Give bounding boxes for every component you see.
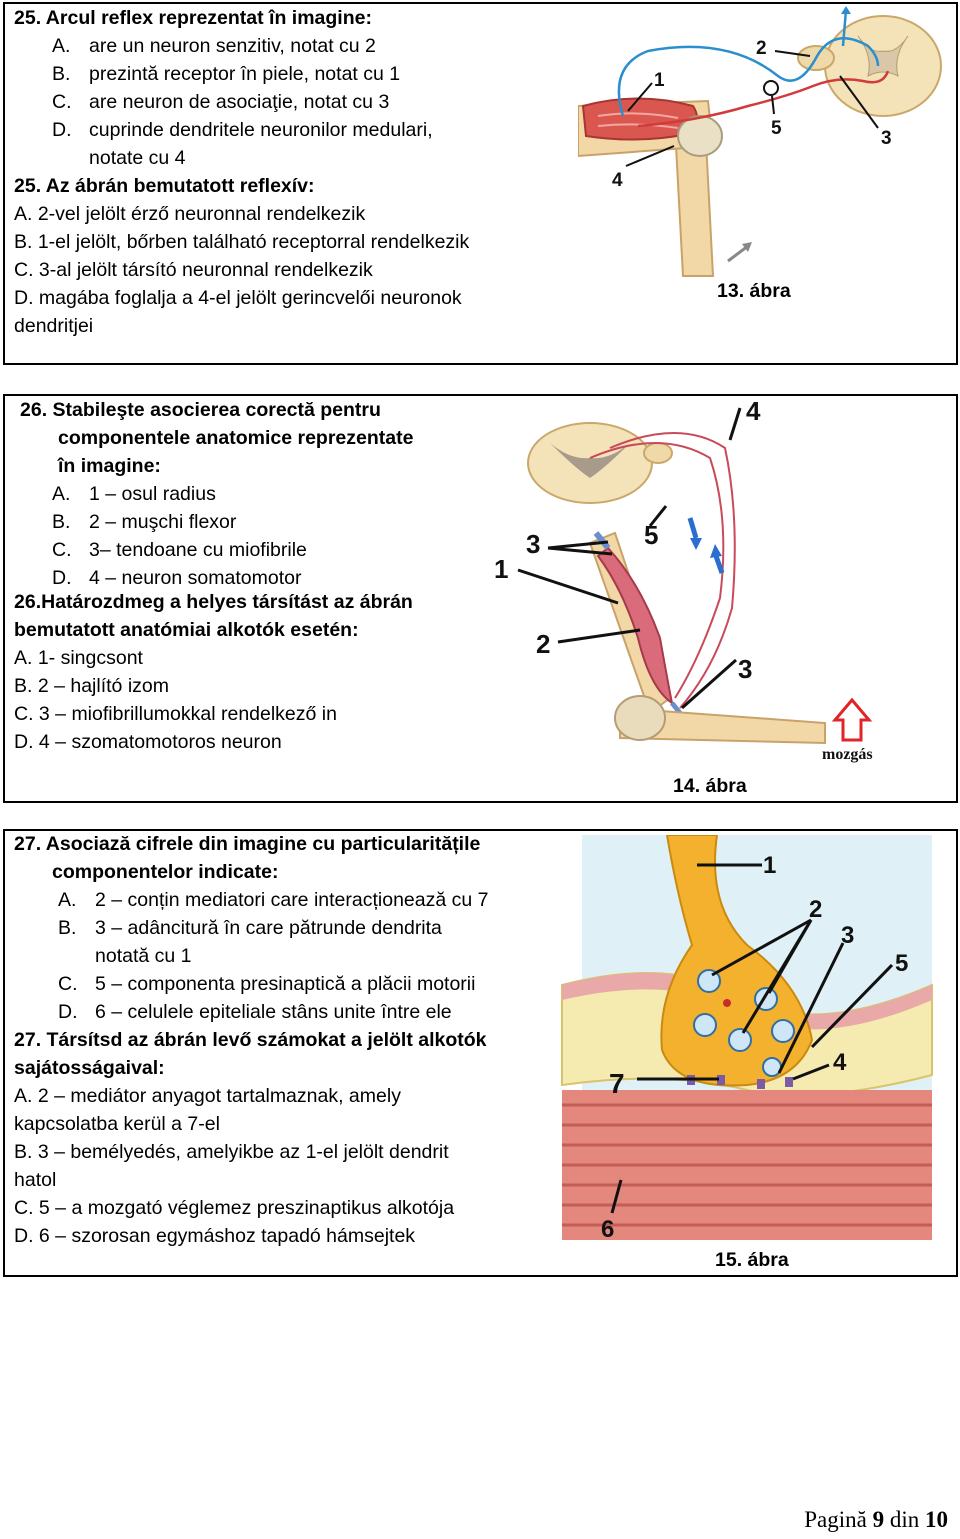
question-26-ro-text: 26. Stabileşte asocierea corectă pentru …: [20, 396, 413, 592]
q27-ro-option-c: C.5 – componenta presinaptică a plăcii m…: [58, 973, 476, 995]
sensory-neuron: [617, 37, 880, 117]
q25-ro-option-d-cont: notate cu 4: [89, 147, 186, 169]
movement-arrow-icon: [831, 697, 873, 742]
motor-endplate-figure: 1 2 3 4 5 6 7: [561, 835, 933, 1243]
q27-ro-option-b: B.3 – adâncitură în care pătrunde dendri…: [58, 917, 442, 939]
label-4: 4: [612, 170, 623, 191]
q26-hu-option-d: D. 4 – szomatomotoros neuron: [14, 731, 282, 753]
biceps-muscle: [596, 546, 674, 706]
q26-ro-option-b: B.2 – muşchi flexor: [52, 511, 237, 533]
page-footer: Pagină 9 din 10: [804, 1507, 948, 1533]
figure-13-caption: 13. ábra: [717, 280, 791, 302]
label-1: 1: [763, 852, 776, 879]
label-2: 2: [756, 38, 767, 59]
label-1: 1: [654, 70, 665, 91]
q27-hu-option-b-1: B. 3 – bemélyedés, amelyikbe az 1-el jel…: [14, 1141, 449, 1163]
reflex-arc-figure: 1 2 3 4 5: [578, 6, 942, 277]
q27-ro-option-b-cont: notată cu 1: [95, 945, 192, 967]
q25-ro-title: 25. Arcul reflex reprezentat în imagine:: [14, 7, 372, 29]
q25-hu-title: 25. Az ábrán bemutatott reflexív:: [14, 175, 315, 197]
sensory-nerve: [609, 432, 736, 709]
label-5: 5: [771, 118, 782, 139]
q27-hu-title-1: 27. Társítsd az ábrán levő számokat a je…: [14, 1029, 487, 1051]
q25-ro-option-c: C.are neuron de asociaţie, notat cu 3: [52, 91, 390, 113]
question-27-box: [3, 829, 958, 1277]
q27-ro-option-d: D.6 – celulele epiteliale stâns unite în…: [58, 1001, 452, 1023]
question-25-text: 25. Arcul reflex reprezentat în imagine:…: [14, 4, 469, 340]
q25-hu-option-d-cont: dendritjei: [14, 315, 94, 337]
q26-hu-title-1: 26.Határozdmeg a helyes társítást az ábr…: [14, 591, 413, 613]
muscle-fibers: [562, 1090, 932, 1240]
elbow: [614, 695, 666, 741]
q26-hu-option-b: B. 2 – hajlító izom: [14, 675, 169, 697]
question-26-box: [3, 394, 958, 803]
q25-hu-option-c: C. 3-al jelölt társító neuronnal rendelk…: [14, 259, 373, 281]
q25-hu-option-b: B. 1-el jelölt, bőrben található recepto…: [14, 231, 470, 253]
tendon-top: [593, 531, 611, 550]
label-2: 2: [809, 896, 822, 923]
q26-ro-title-3: în imagine:: [58, 455, 161, 477]
question-26-hu-text: 26.Határozdmeg a helyes társítást az ábr…: [14, 588, 413, 756]
q25-ro-option-b: B.prezintă receptor în piele, notat cu 1: [52, 63, 401, 85]
q25-hu-option-a: A. 2-vel jelölt érző neuronnal rendelkez…: [14, 203, 366, 225]
figure-15-caption: 15. ábra: [715, 1249, 789, 1271]
label-2: 2: [536, 629, 550, 659]
question-25-box: [3, 2, 958, 365]
q26-ro-title-1: 26. Stabileşte asocierea corectă pentru: [20, 399, 381, 421]
q26-ro-title-2: componentele anatomice reprezentate: [58, 427, 414, 449]
q27-hu-option-a-2: kapcsolatba kerül a 7-el: [14, 1113, 220, 1135]
label-4: 4: [746, 398, 761, 426]
label-1: 1: [494, 554, 508, 584]
q26-ro-option-a: A.1 – osul radius: [52, 483, 216, 505]
motor-nerve: [589, 442, 725, 699]
joint: [677, 115, 723, 157]
footer-page-number: 9: [872, 1507, 885, 1532]
q27-hu-option-b-2: hatol: [14, 1169, 57, 1191]
label-3: 3: [881, 128, 892, 149]
q27-ro-title-2: componentelor indicate:: [52, 861, 279, 883]
movement-label: mozgás: [822, 746, 873, 763]
gray-matter: [857, 35, 909, 77]
forearm-bone: [674, 139, 715, 277]
label-5: 5: [895, 950, 908, 977]
q26-ro-option-c: C.3– tendoane cu miofibrile: [52, 539, 307, 561]
arm-muscle-figure: mozgás 3 1 2 3 4 5: [494, 398, 873, 763]
q25-ro-option-a: A.are un neuron senzitiv, notat cu 2: [52, 35, 376, 57]
q25-hu-option-d: D. magába foglalja a 4-el jelölt gerincv…: [14, 287, 462, 309]
label-7: 7: [609, 1068, 625, 1099]
motor-neuron: [637, 70, 890, 128]
q27-ro-option-a: A.2 – conțin mediatori care interacțione…: [58, 889, 489, 911]
label-3-bottom: 3: [738, 654, 752, 684]
q26-hu-title-2: bemutatott anatómiai alkotók esetén:: [14, 619, 359, 641]
q27-hu-option-d: D. 6 – szorosan egymáshoz tapadó hámsejt…: [14, 1225, 416, 1247]
q26-hu-option-c: C. 3 – miofibrillumokkal rendelkező in: [14, 703, 337, 725]
question-27-text: 27. Asociază cifrele din imagine cu part…: [14, 830, 488, 1250]
footer-total-pages: 10: [925, 1507, 948, 1532]
synaptic-vesicles: [693, 969, 795, 1077]
footer-middle: din: [889, 1507, 920, 1532]
label-3: 3: [841, 922, 854, 949]
figure-14-caption: 14. ábra: [673, 775, 747, 797]
q26-hu-option-a: A. 1- singcsont: [14, 647, 143, 669]
q27-hu-title-2: sajátosságaival:: [14, 1057, 165, 1079]
label-6: 6: [601, 1216, 614, 1243]
q26-ro-option-d: D.4 – neuron somatomotor: [52, 567, 302, 589]
q27-ro-title-1: 27. Asociază cifrele din imagine cu part…: [14, 833, 481, 855]
label-3-top: 3: [526, 529, 540, 559]
ganglion: [643, 442, 673, 464]
q27-hu-option-a-1: A. 2 – mediátor anyagot tartalmaznak, am…: [14, 1085, 401, 1107]
label-4: 4: [833, 1049, 847, 1076]
footer-prefix: Pagină: [804, 1507, 867, 1532]
gray-matter: [550, 443, 630, 478]
q25-ro-option-d: D.cuprinde dendritele neuronilor medular…: [52, 119, 433, 141]
q27-hu-option-c: C. 5 – a mozgató véglemez preszinaptikus…: [14, 1197, 455, 1219]
label-5: 5: [644, 520, 658, 550]
